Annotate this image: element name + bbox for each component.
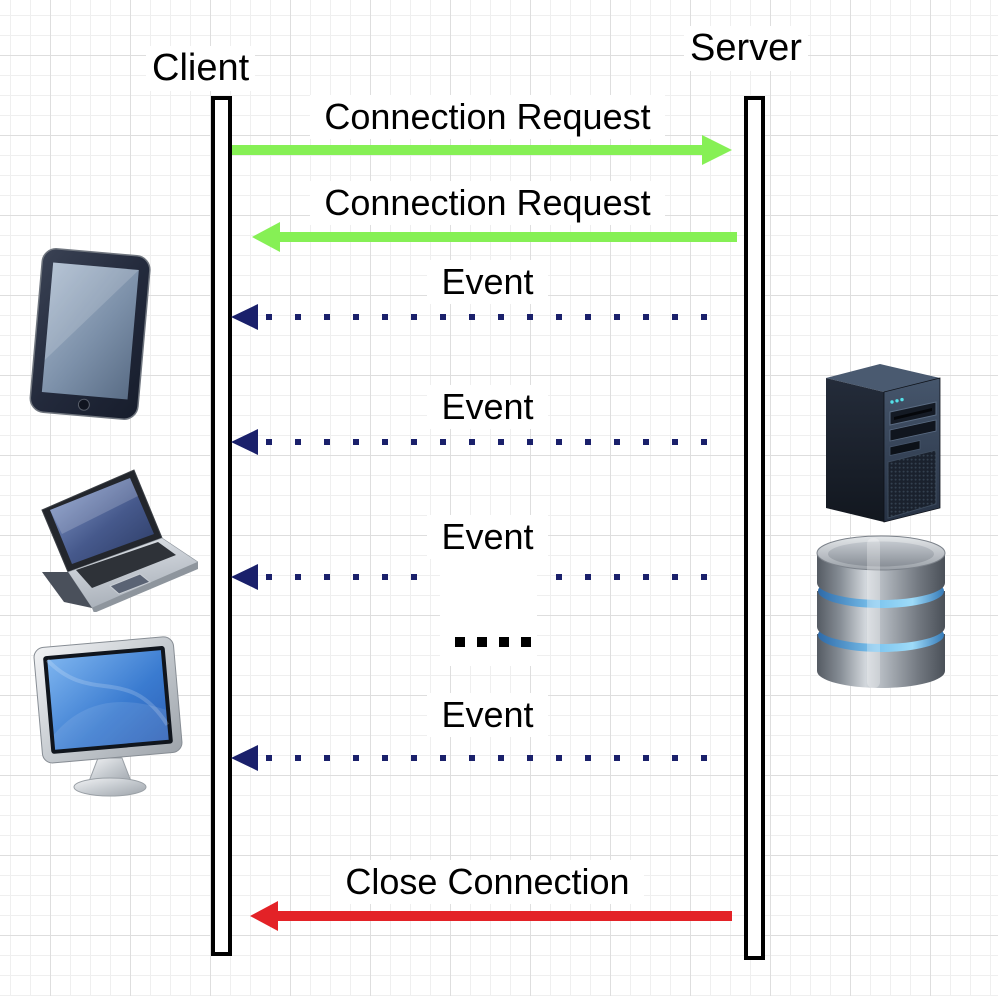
message-label: Event: [232, 385, 743, 429]
actor-label-client: Client: [146, 46, 256, 91]
ellipsis-dot: [499, 637, 509, 647]
arrow-shaft-close-connection: [277, 911, 732, 921]
database-icon: [816, 535, 946, 688]
server-tower-icon: [826, 364, 941, 523]
actor-label-server: Server: [684, 26, 808, 71]
desktop-computer-icon: [33, 636, 183, 797]
message-label: Connection Request: [232, 181, 743, 225]
arrow-dotted-event-2: [266, 439, 713, 445]
tablet-icon: [29, 248, 151, 420]
lifeline-server: [744, 96, 765, 960]
message-label: Event: [232, 515, 743, 559]
ellipsis-background: [440, 556, 537, 666]
lifeline-client: [211, 96, 232, 956]
ellipsis-dot: [477, 637, 487, 647]
laptop-icon: [41, 469, 198, 612]
arrowhead-left-icon: [231, 564, 258, 590]
message-label: Event: [232, 693, 743, 737]
ellipsis-dot: [455, 637, 465, 647]
arrowhead-left-icon: [231, 429, 258, 455]
message-label: Close Connection: [232, 860, 743, 904]
arrowhead-left-icon: [250, 901, 278, 931]
arrow-dotted-event-4: [266, 755, 713, 761]
arrow-shaft-connection-request-left: [279, 232, 737, 242]
message-label: Event: [232, 260, 743, 304]
message-label: Connection Request: [232, 95, 743, 139]
arrowhead-left-icon: [252, 222, 280, 252]
ellipsis: ....: [455, 637, 535, 649]
arrowhead-left-icon: [231, 745, 258, 771]
arrowhead-left-icon: [231, 304, 258, 330]
arrow-dotted-event-1: [266, 314, 713, 320]
arrowhead-right-icon: [702, 135, 732, 165]
arrow-shaft-connection-request-right: [232, 145, 703, 155]
ellipsis-dot: [521, 637, 531, 647]
